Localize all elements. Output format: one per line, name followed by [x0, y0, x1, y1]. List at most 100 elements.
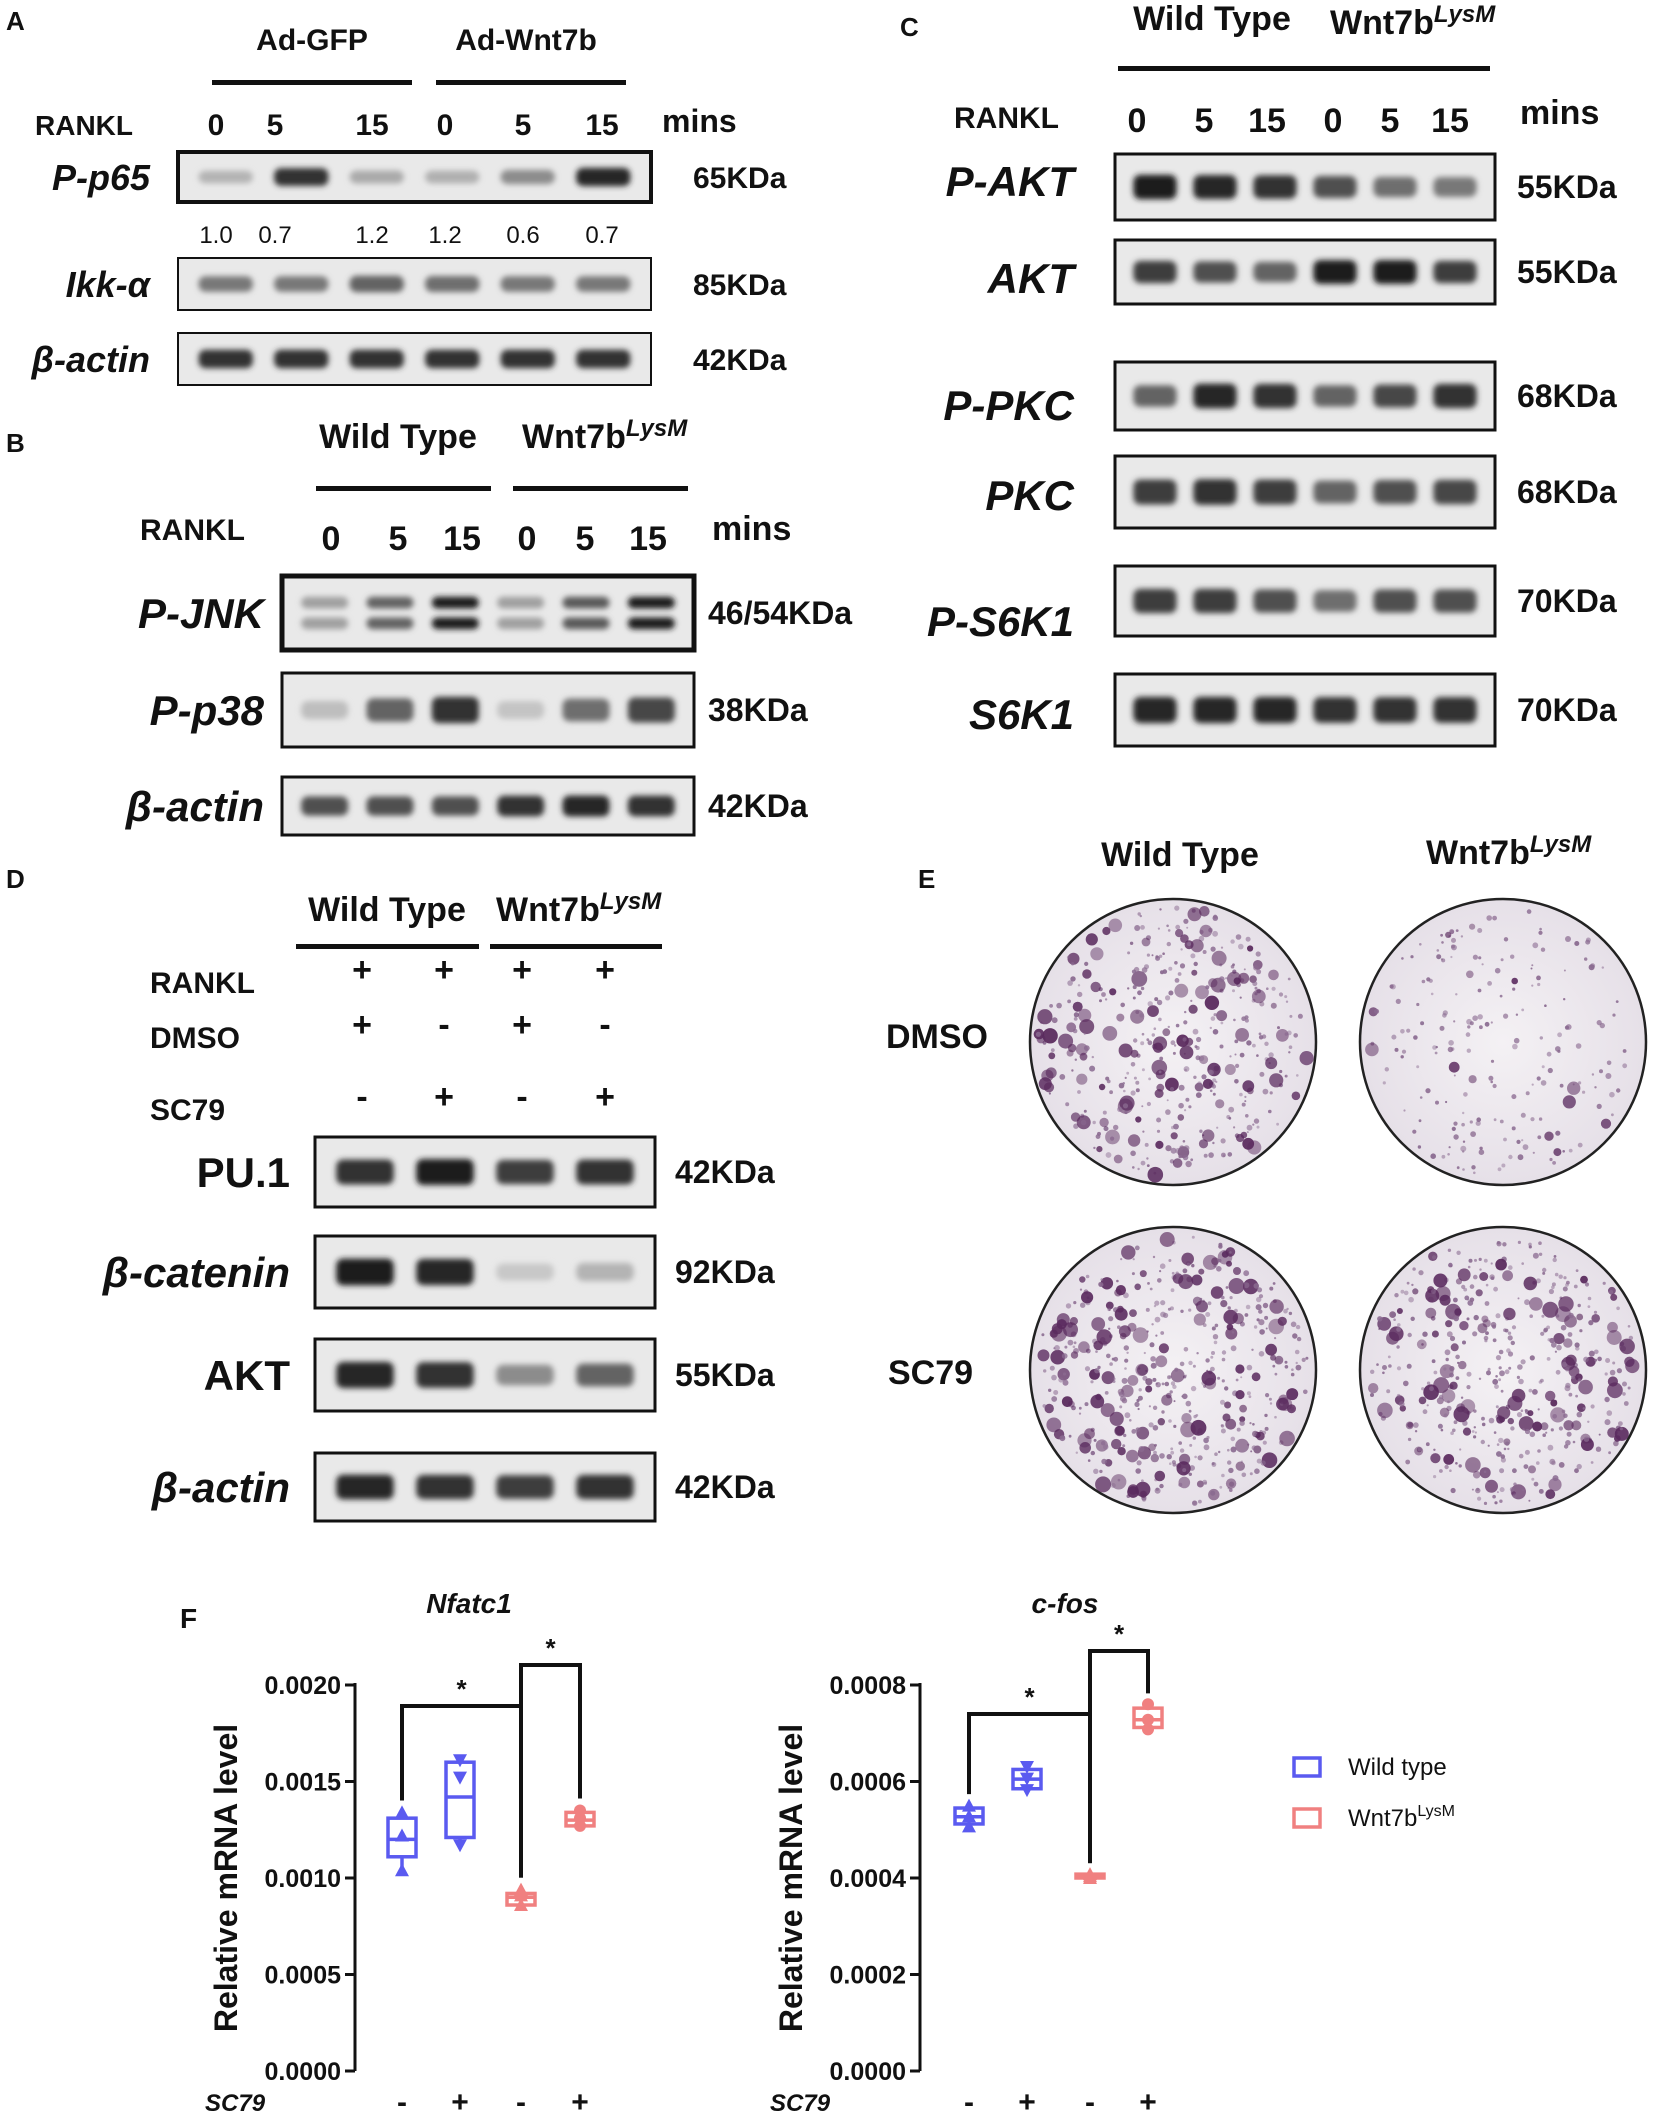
quantification-value: 1.2: [355, 222, 388, 249]
stain-spot: [1513, 1037, 1520, 1044]
stain-spot: [1492, 1494, 1496, 1499]
stain-spot: [1571, 1420, 1582, 1431]
panel-d-group1-line: [296, 944, 479, 949]
stain-spot: [1412, 1129, 1417, 1134]
stain-spot: [1567, 1081, 1581, 1095]
stain-spot: [1277, 1026, 1280, 1030]
stain-spot: [1198, 1139, 1209, 1149]
blot-band: [349, 275, 404, 293]
stain-spot: [1253, 1118, 1260, 1124]
stain-spot: [1434, 1051, 1438, 1055]
stain-spot: [1105, 1152, 1112, 1158]
stain-spot: [1123, 1292, 1129, 1299]
blot-band-body: [576, 167, 631, 187]
stain-spot: [1174, 905, 1180, 911]
stain-spot: [1472, 1015, 1478, 1021]
stain-spot: [1384, 1067, 1390, 1072]
stain-spot: [1114, 1307, 1128, 1321]
stain-spot: [1148, 1422, 1154, 1428]
stain-spot: [1181, 1413, 1192, 1424]
stain-spot: [1565, 1440, 1571, 1446]
stain-spot: [1493, 1286, 1498, 1292]
stain-spot: [1101, 1441, 1106, 1446]
stain-spot: [1551, 1342, 1557, 1348]
stain-spot: [1226, 1260, 1232, 1267]
stain-spot: [1278, 992, 1284, 997]
stain-spot: [1199, 1129, 1203, 1133]
stain-spot: [1140, 1041, 1145, 1046]
stain-spot: [1520, 1359, 1526, 1365]
stain-spot: [1602, 1281, 1606, 1285]
stain-spot: [1258, 1309, 1263, 1314]
stain-spot: [1075, 1451, 1079, 1454]
stain-spot: [1562, 1150, 1565, 1153]
stain-spot: [1228, 1278, 1245, 1294]
culture-well: [1028, 1225, 1318, 1515]
stain-spot: [1258, 1319, 1265, 1326]
sc79-sign: +: [571, 2086, 589, 2119]
osteoclast-stain: [1033, 905, 1314, 1183]
stain-spot: [1288, 1051, 1291, 1054]
stain-spot: [1605, 1073, 1612, 1079]
stain-spot: [1265, 1343, 1277, 1356]
blot-band-body: [1133, 588, 1177, 614]
stain-spot: [1159, 1056, 1164, 1061]
stain-spot: [1211, 1351, 1215, 1355]
stain-spot: [1396, 1345, 1400, 1349]
stain-spot: [1477, 1323, 1488, 1334]
stain-spot: [1268, 1052, 1274, 1058]
stain-spot: [1256, 1054, 1259, 1057]
stain-spot: [1619, 1427, 1623, 1431]
stain-spot: [1193, 1075, 1197, 1080]
stain-spot: [1575, 1043, 1582, 1049]
stain-spot: [1578, 1081, 1582, 1085]
stain-spot: [1496, 1451, 1502, 1457]
blot-label: AKT: [204, 1352, 291, 1399]
stain-spot: [1305, 1356, 1309, 1360]
blot-band-body: [497, 795, 545, 817]
stain-spot: [1145, 1385, 1153, 1393]
blot-band: [301, 700, 349, 720]
stain-spot: [1182, 1154, 1189, 1161]
stain-spot: [1609, 1290, 1614, 1294]
stain-spot: [1455, 1278, 1463, 1285]
stain-spot: [1548, 1478, 1562, 1492]
stain-spot: [1568, 1312, 1574, 1319]
stain-spot: [1301, 1357, 1306, 1362]
stain-spot: [1126, 1071, 1130, 1075]
blot-band-body: [1373, 384, 1417, 408]
stain-spot: [1447, 1248, 1452, 1253]
stain-spot: [1597, 1356, 1602, 1362]
blot-band-body: [627, 795, 675, 817]
stain-spot: [1585, 939, 1591, 945]
stain-spot: [1199, 1084, 1203, 1088]
blot-label: PKC: [985, 472, 1074, 519]
stain-spot: [1507, 1335, 1513, 1341]
stain-spot: [1191, 969, 1198, 976]
stain-spot: [1549, 1458, 1556, 1465]
stain-spot: [1466, 1048, 1472, 1053]
stain-spot: [1252, 1123, 1255, 1126]
stain-spot: [1139, 1013, 1144, 1018]
stain-spot: [1557, 1032, 1562, 1038]
stain-spot: [1466, 1317, 1470, 1321]
stain-spot: [1627, 1325, 1631, 1328]
stain-spot: [1478, 1257, 1482, 1261]
box-wild-type-no-sc79: [953, 1798, 985, 1833]
stain-spot: [1618, 1421, 1623, 1426]
stain-spot: [1165, 1145, 1172, 1152]
sc79-sign: +: [451, 2086, 469, 2119]
stain-spot: [1131, 971, 1148, 987]
stain-spot: [1172, 1158, 1183, 1168]
stain-spot: [1072, 1028, 1078, 1034]
timepoint-label: 0: [437, 109, 454, 142]
stain-spot: [1239, 1092, 1243, 1097]
stain-spot: [1289, 1014, 1293, 1018]
stain-spot: [1103, 1126, 1109, 1132]
stain-spot: [1403, 1290, 1409, 1296]
stain-spot: [1516, 1375, 1520, 1379]
blot-band-body: [301, 796, 349, 816]
stain-spot: [1190, 1385, 1197, 1392]
box-wild-type-sc79: [444, 1754, 476, 1853]
